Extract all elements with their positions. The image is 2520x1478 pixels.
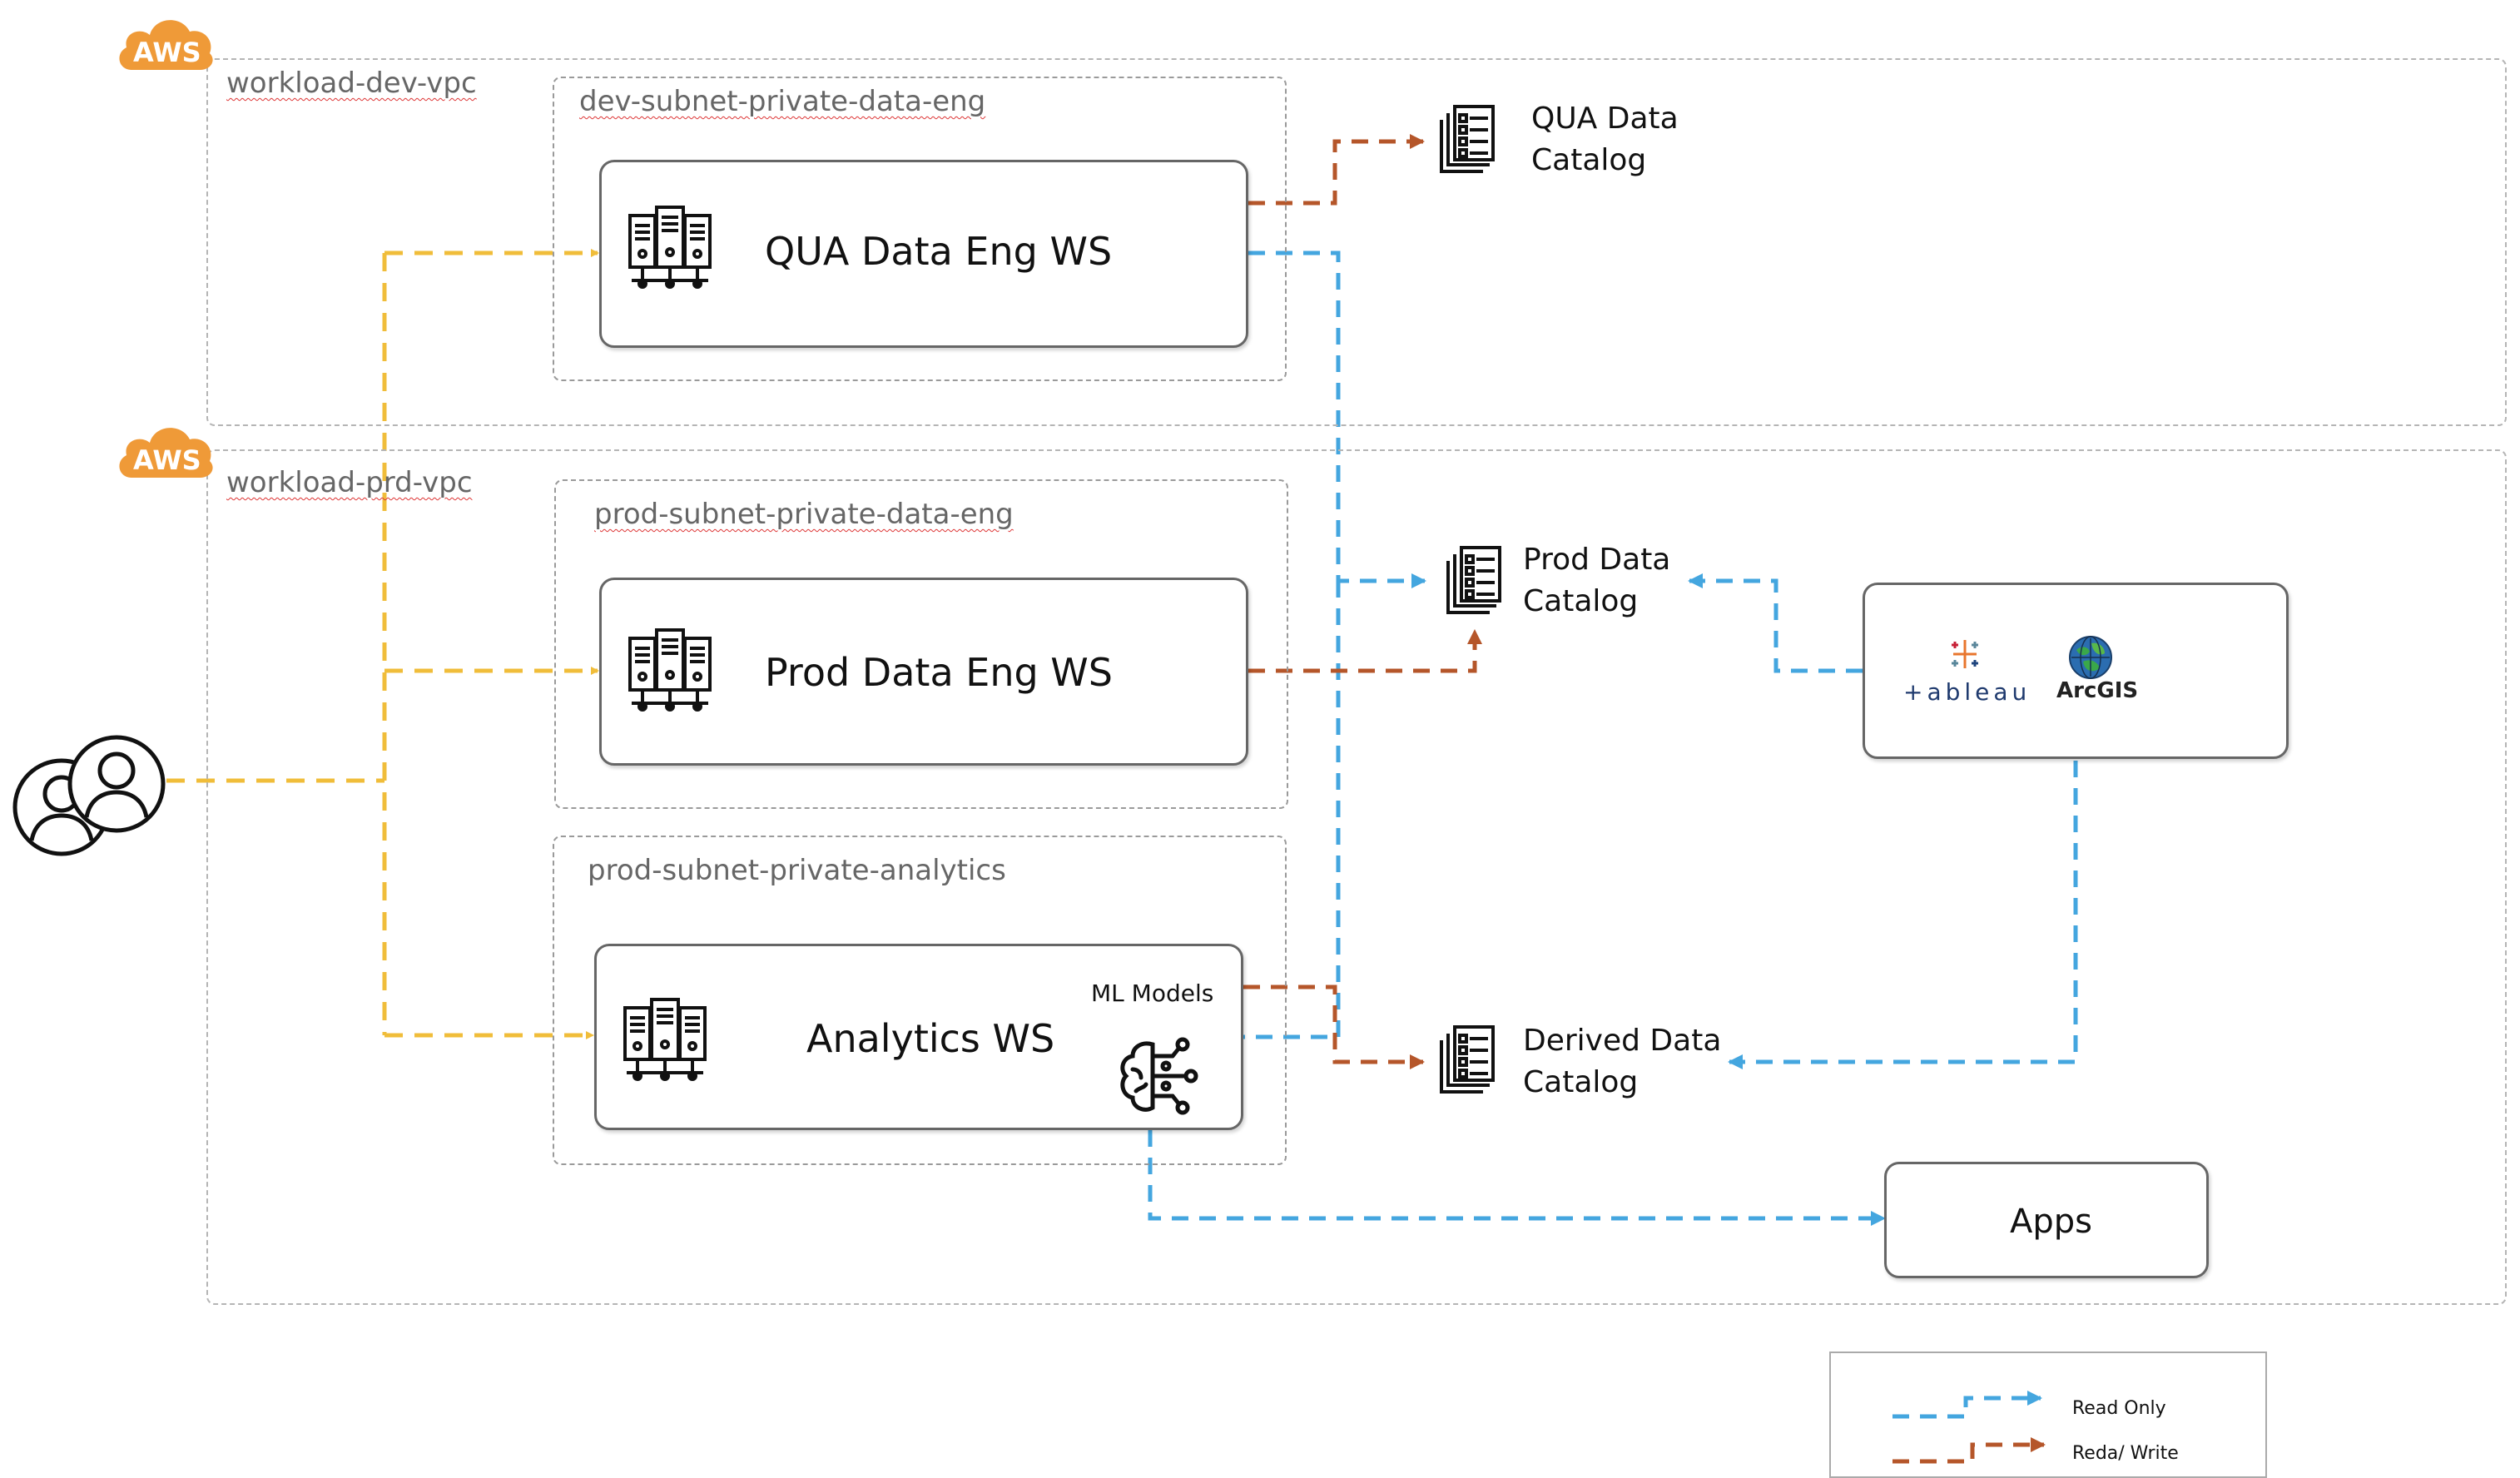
dev-data-eng-subnet-label: dev-subnet-private-data-eng [579,85,986,118]
arcgis-globe-icon [2068,635,2113,680]
legend-read-write-label: Reda/ Write [2072,1443,2179,1464]
catalog-document-icon [1436,105,1496,175]
analytics-workspace-title: Analytics WS [806,1016,1055,1061]
prod-catalog-label: Prod Data Catalog [1523,539,1670,622]
prod-data-eng-subnet-label: prod-subnet-private-data-eng [594,498,1014,531]
apps-box[interactable]: Apps [1884,1162,2209,1278]
bi-to-prod-catalog-read [1688,573,1863,673]
legend-box [1829,1352,2267,1478]
bi-tools-box[interactable]: +ableau ArcGIS [1863,583,2289,759]
dev-vpc-container [206,58,2507,426]
bi-to-derived-catalog-read [1728,761,2078,1069]
qua-to-prod-catalog-read [1248,250,1426,588]
qua-workspace-box[interactable]: QUA Data Eng WS [599,160,1248,348]
aws-cloud-icon: AWS [113,12,216,73]
users-group-icon [10,732,168,859]
derived-catalog-line1: Derived Data [1523,1024,1722,1058]
aws-cloud-icon: AWS [113,419,216,481]
prod-catalog-line2: Catalog [1523,584,1639,618]
aws-cloud-label: AWS [133,444,201,476]
analytics-to-prod-catalog-read [1243,581,1341,1039]
qua-to-qua-catalog-write [1248,134,1425,206]
prod-workspace-box[interactable]: Prod Data Eng WS [599,578,1248,766]
legend-lines [1892,1391,2046,1464]
legend-read-only-label: Read Only [2072,1398,2166,1419]
qua-catalog-line1: QUA Data [1531,102,1679,136]
apps-label: Apps [2010,1203,2092,1241]
tableau-label: +ableau [1903,678,2031,706]
catalog-document-icon [1443,546,1503,616]
prod-vpc-label: workload-prd-vpc [226,466,473,499]
prod-workspace-title: Prod Data Eng WS [765,650,1113,695]
server-rack-icon [622,996,708,1083]
catalog-document-icon [1436,1025,1496,1095]
server-rack-icon [627,204,713,290]
brain-circuit-icon [1116,1036,1199,1116]
aws-cloud-label: AWS [133,37,201,68]
analytics-workspace-box[interactable]: Analytics WS ML Models [594,944,1243,1130]
prod-to-prod-catalog-write [1248,629,1482,673]
dev-vpc-label: workload-dev-vpc [226,67,477,100]
ml-to-apps-read [1148,1130,1886,1226]
read-write-lines [1243,134,1482,1069]
arcgis-label: ArcGIS [2056,678,2139,703]
prod-vpc-container [206,449,2507,1305]
prod-analytics-subnet [553,836,1287,1165]
server-rack-icon [627,627,713,713]
read-only-lines [1148,250,2078,1226]
derived-catalog-label: Derived Data Catalog [1523,1020,1721,1104]
legend-read-write-line [1892,1437,2046,1464]
prod-analytics-subnet-label: prod-subnet-private-analytics [588,854,1006,887]
dev-data-eng-subnet [553,77,1287,381]
qua-catalog-label: QUA Data Catalog [1531,98,1679,181]
derived-catalog-line2: Catalog [1523,1065,1639,1099]
legend-read-only-line [1892,1391,2042,1419]
user-access-lines [166,249,599,1039]
ml-models-label: ML Models [1091,980,1214,1007]
prod-data-eng-subnet [554,479,1288,809]
tableau-logo-icon [1948,637,1982,672]
qua-workspace-title: QUA Data Eng WS [765,229,1113,274]
qua-catalog-line2: Catalog [1531,143,1647,177]
prod-catalog-line1: Prod Data [1523,543,1671,577]
